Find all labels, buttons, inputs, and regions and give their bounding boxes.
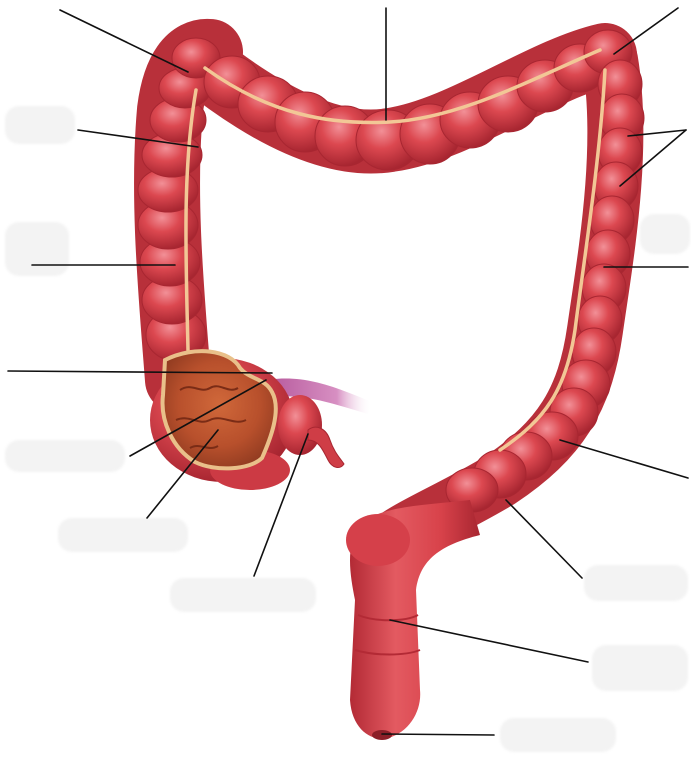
leader-line-13: [560, 440, 688, 478]
leader-line-15: [390, 620, 588, 662]
leader-line-16: [382, 734, 494, 735]
leader-line-14: [506, 500, 582, 578]
rectum: [346, 500, 480, 740]
